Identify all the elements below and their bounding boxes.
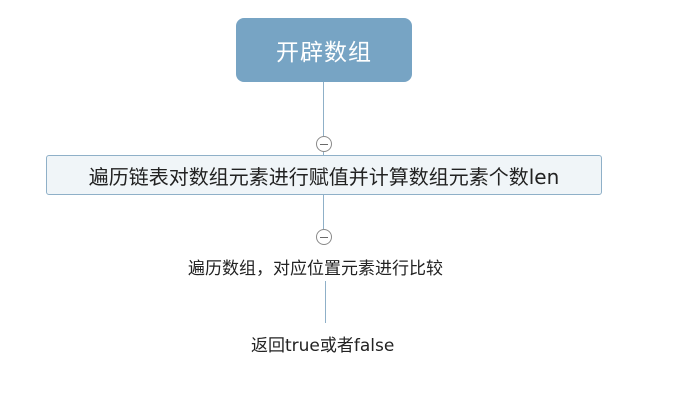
return-result-label: 返回true或者false (251, 336, 395, 356)
connector-box-to-toggle-2 (323, 194, 324, 229)
connector-text-to-text (325, 281, 326, 323)
root-node[interactable]: 开辟数组 (236, 18, 412, 82)
minus-circle-icon[interactable] (316, 136, 332, 152)
traverse-array-node[interactable]: 遍历数组，对应位置元素进行比较 (188, 254, 443, 279)
traverse-list-label: 遍历链表对数组元素进行赋值并计算数组元素个数len (88, 164, 560, 189)
connector-root-to-toggle-1 (323, 82, 324, 136)
traverse-array-label: 遍历数组，对应位置元素进行比较 (188, 259, 443, 279)
return-result-node[interactable]: 返回true或者false (251, 331, 394, 356)
connector-toggle-1-to-box (323, 152, 324, 156)
root-node-label: 开辟数组 (276, 40, 372, 66)
traverse-list-node[interactable]: 遍历链表对数组元素进行赋值并计算数组元素个数len (46, 155, 602, 195)
minus-circle-icon[interactable] (316, 229, 332, 245)
